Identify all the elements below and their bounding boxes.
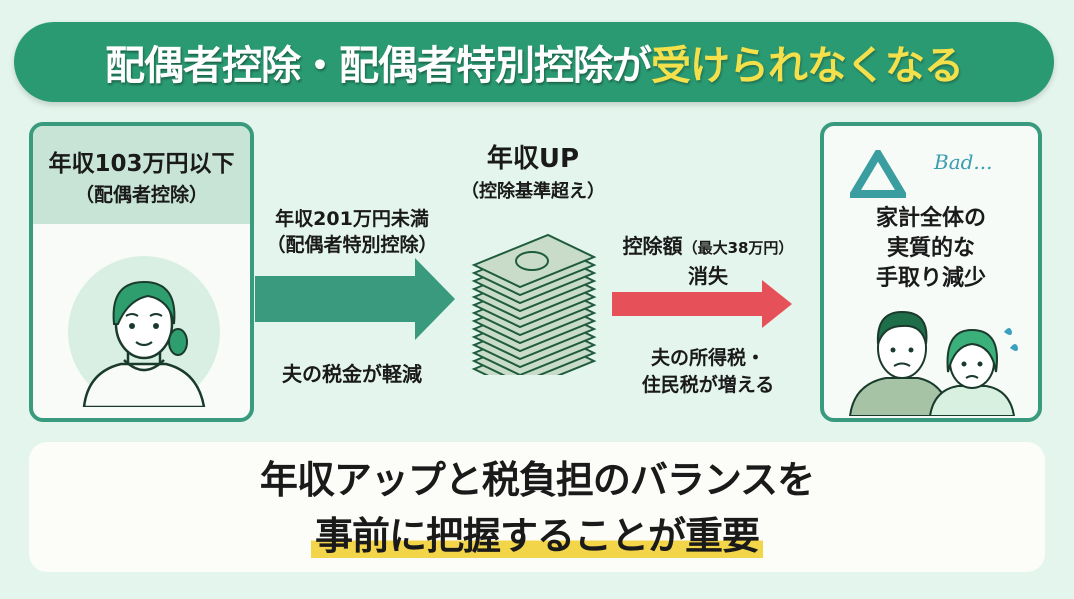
woman-icon xyxy=(68,256,220,407)
title-yellow: 受けられなくなる xyxy=(651,43,964,89)
arrow2-top-line2: 消失 xyxy=(688,264,728,288)
bad-text: Bad... xyxy=(934,150,993,174)
banknote-emblem xyxy=(515,251,549,271)
arrow2-top-small: （最大38万円） xyxy=(682,239,794,257)
title-white: 配偶者控除・配偶者特別控除が xyxy=(105,43,652,89)
arrow2-bottom-line1: 夫の所得税・ xyxy=(650,347,765,369)
left-card-title: 年収103万円以下 xyxy=(48,151,235,177)
banknote-layer xyxy=(471,233,597,289)
right-card-text: 家計全体の 実質的な 手取り減少 xyxy=(824,204,1038,294)
arrow2-top-main: 控除額 xyxy=(622,234,683,258)
arrow1-top-line1: 年収201万円未満 xyxy=(275,208,429,230)
right-card: Bad... 家計全体の 実質的な 手取り減少 xyxy=(820,122,1042,422)
green-arrow xyxy=(255,258,455,340)
arrow1-top-line2: （配偶者特別控除） xyxy=(266,234,438,256)
right-card-line1: 家計全体の xyxy=(875,206,986,231)
conclusion-line2: 事前に把握することが重要 xyxy=(310,514,763,558)
arrow2-top-label: 控除額（最大38万円） 消失 xyxy=(598,232,818,290)
right-card-line2: 実質的な xyxy=(886,236,975,261)
left-card-subtitle: （配偶者控除） xyxy=(74,184,208,206)
title-banner: 配偶者控除・配偶者特別控除が受けられなくなる xyxy=(14,22,1054,102)
right-card-line3: 手取り減少 xyxy=(875,266,986,291)
middle-subtitle: （控除基準超え） xyxy=(461,181,605,202)
conclusion-panel: 年収アップと税負担のバランスを 事前に把握することが重要 xyxy=(29,442,1045,572)
left-card-header: 年収103万円以下 （配偶者控除） xyxy=(33,126,250,224)
arrow1-top-label: 年収201万円未満 （配偶者特別控除） xyxy=(262,206,442,258)
triangle-icon xyxy=(850,150,906,198)
conclusion-line1: 年収アップと税負担のバランスを xyxy=(259,458,815,502)
worried-couple-icon xyxy=(848,310,1018,416)
middle-title: 年収UP xyxy=(486,144,580,174)
middle-label: 年収UP （控除基準超え） xyxy=(448,138,618,203)
arrow2-bottom-label: 夫の所得税・ 住民税が増える xyxy=(608,345,808,399)
money-stack-icon xyxy=(471,233,597,375)
arrow1-bottom-label: 夫の税金が軽減 xyxy=(282,362,422,386)
left-card: 年収103万円以下 （配偶者控除） xyxy=(29,122,254,422)
arrow2-bottom-line2: 住民税が増える xyxy=(641,374,775,396)
red-arrow xyxy=(612,280,792,328)
